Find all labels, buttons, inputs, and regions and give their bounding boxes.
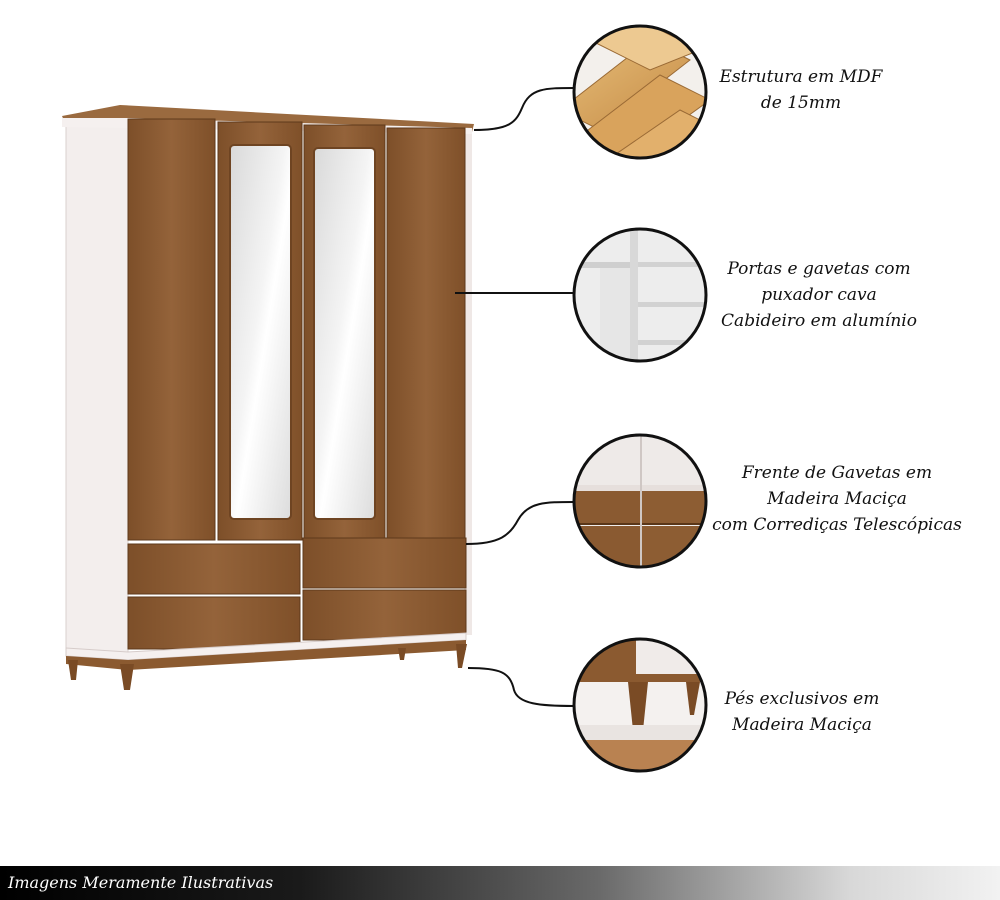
callout-gavetas: Frente de Gavetas em Madeira Maciça com …	[704, 460, 970, 538]
leg-back-left	[68, 660, 78, 680]
callout-gavetas-line-2: Madeira Maciça	[767, 489, 907, 509]
connector-estrutura	[473, 87, 575, 131]
callout-pes: Pés exclusivos em Madeira Maciça	[712, 686, 892, 738]
callout-portas: Portas e gavetas com puxador cava Cabide…	[714, 256, 924, 334]
callout-gavetas-line-3: com Corrediças Telescópicas	[712, 515, 962, 535]
callout-portas-line-2: puxador cava	[761, 285, 877, 305]
mirror-right	[313, 147, 376, 520]
wooden-leg-detail-icon	[572, 637, 708, 773]
callout-pes-line-1: Pés exclusivos em	[724, 689, 880, 709]
drawer-front-detail-icon	[572, 433, 708, 569]
drawer-bottom-left	[127, 596, 301, 650]
mirror-left	[229, 144, 292, 520]
footer-disclaimer: Imagens Meramente Ilustrativas	[8, 873, 274, 892]
callout-portas-line-1: Portas e gavetas com	[727, 259, 911, 279]
callout-pes-line-2: Madeira Maciça	[732, 715, 872, 735]
drawer-top-right	[302, 537, 467, 589]
wood-planks-detail-icon	[572, 24, 708, 160]
leg-front-right	[456, 644, 467, 668]
drawer-bottom-right	[302, 589, 467, 641]
callout-connectors	[455, 87, 575, 707]
wardrobe-base-frame	[66, 640, 466, 670]
door-left	[127, 118, 216, 541]
callout-portas-line-3: Cabideiro em alumínio	[721, 311, 917, 331]
connector-pes	[467, 667, 575, 707]
wardrobe-side-panel	[65, 121, 129, 653]
interior-shelves-detail-icon	[572, 227, 708, 363]
callout-estrutura-line-2: de 15mm	[760, 93, 842, 113]
drawer-top-left	[127, 543, 301, 595]
door-right	[386, 127, 466, 541]
wardrobe	[62, 105, 474, 690]
callout-gavetas-line-1: Frente de Gavetas em	[741, 463, 933, 483]
footer-bar: Imagens Meramente Ilustrativas	[0, 866, 1000, 900]
leg-front-left	[120, 664, 134, 690]
wardrobe-right-edge	[464, 130, 472, 635]
leg-back-right	[398, 648, 406, 660]
connector-gavetas	[465, 501, 575, 545]
callout-estrutura-line-1: Estrutura em MDF	[719, 67, 883, 87]
callout-estrutura: Estrutura em MDF de 15mm	[716, 64, 886, 116]
